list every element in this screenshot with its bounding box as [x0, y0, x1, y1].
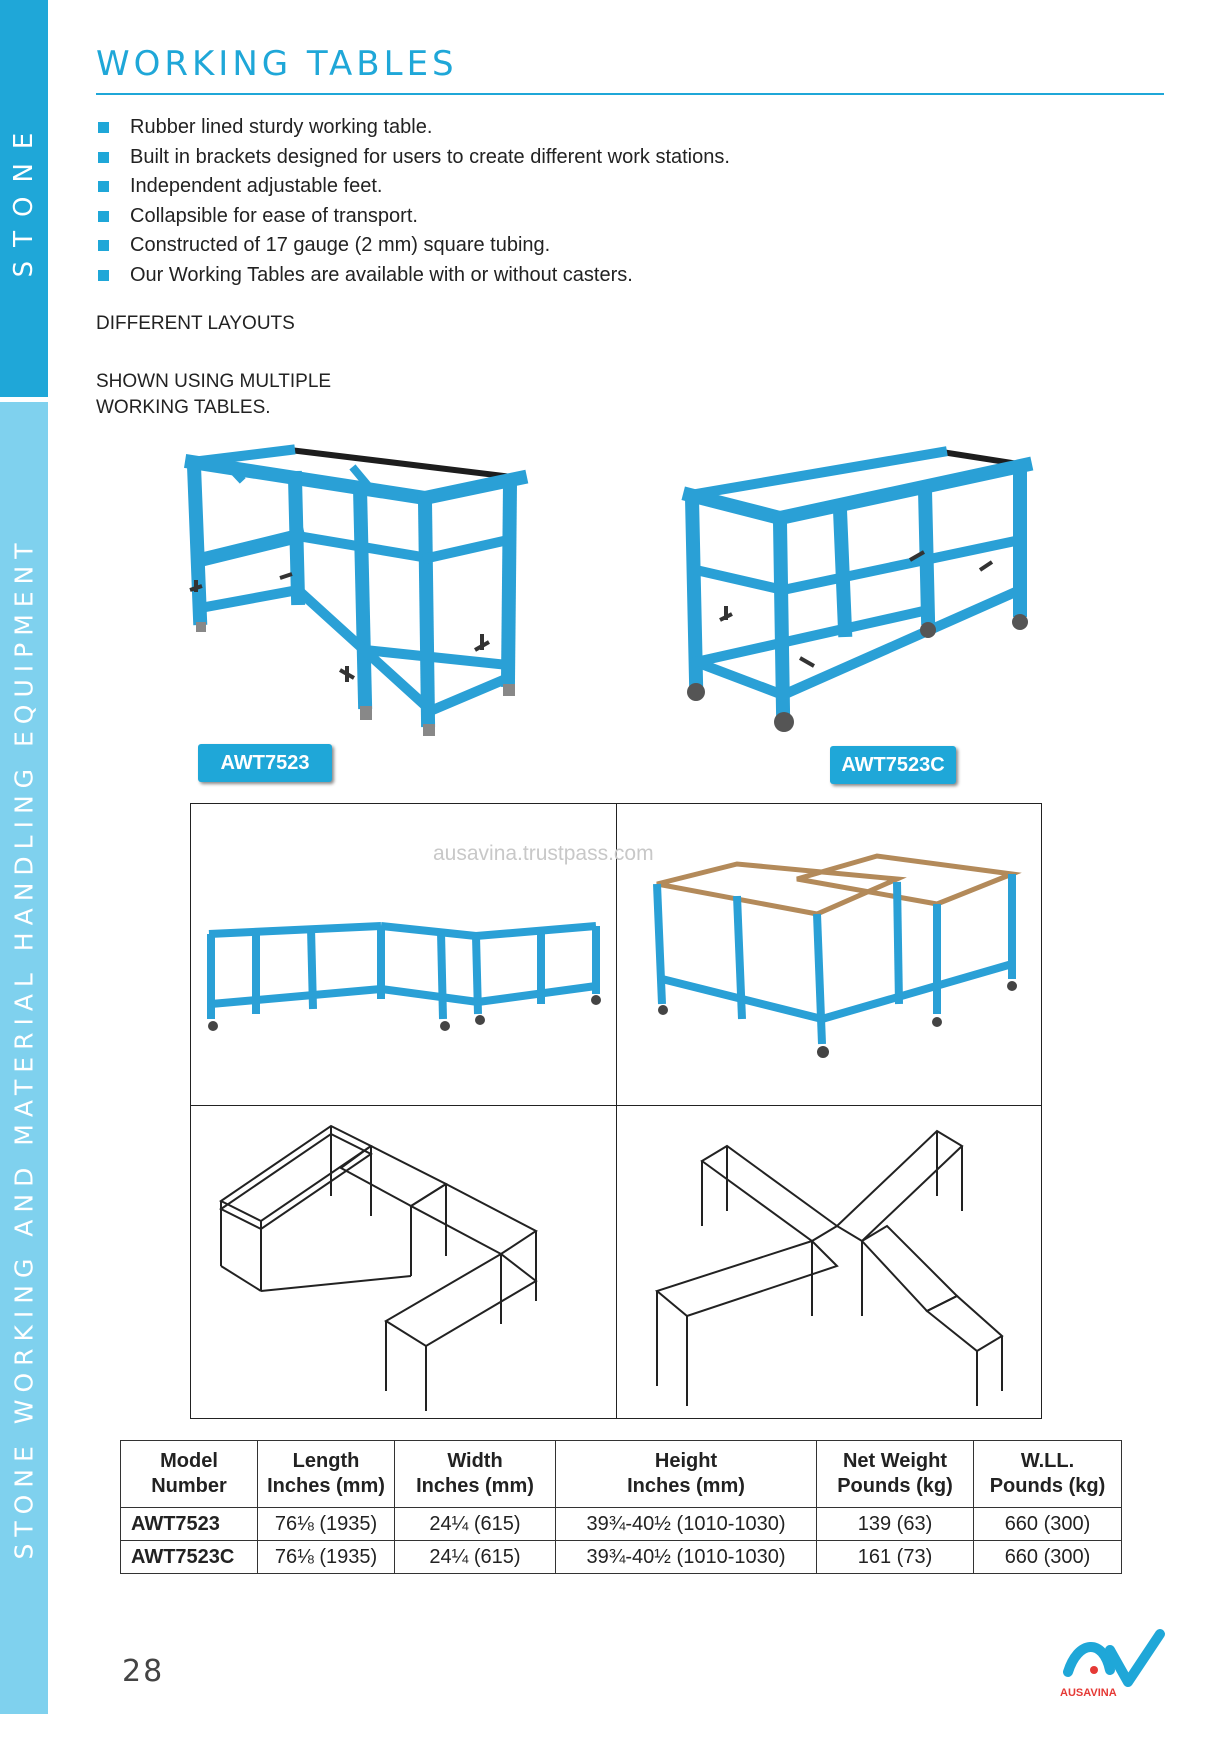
feature-item: Constructed of 17 gauge (2 mm) square tu…	[96, 231, 730, 261]
layout-photo-t-shape	[616, 803, 1042, 1106]
layout-drawing-cross-shape	[616, 1105, 1042, 1419]
cell-model: AWT7523	[120, 1507, 258, 1541]
cell-width: 24¼ (615)	[394, 1507, 556, 1541]
shown-line-2: WORKING TABLES.	[96, 397, 271, 418]
feature-item: Rubber lined sturdy working table.	[96, 113, 730, 143]
awt7523-table-image	[184, 444, 529, 736]
svg-text:AUSAVINA: AUSAVINA	[1060, 1687, 1117, 1699]
feature-item: Built in brackets designed for users to …	[96, 143, 730, 173]
sidebar-category-label: STONE WORKING AND MATERIAL HANDLING EQUI…	[9, 536, 39, 1560]
awt7523c-table-image	[681, 446, 1034, 732]
page-number: 28	[122, 1654, 165, 1689]
feature-list: Rubber lined sturdy working table. Built…	[96, 113, 730, 290]
cell-wll: 660 (300)	[973, 1507, 1122, 1541]
shown-line-1: SHOWN USING MULTIPLE	[96, 371, 332, 392]
bullet-square-icon	[98, 210, 109, 222]
cell-length: 76⅛ (1935)	[257, 1540, 395, 1574]
cell-net-weight: 139 (63)	[816, 1507, 974, 1541]
cell-length: 76⅛ (1935)	[257, 1507, 395, 1541]
sidebar-category-tab: STONE WORKING AND MATERIAL HANDLING EQUI…	[0, 402, 48, 1714]
cell-wll: 660 (300)	[973, 1540, 1122, 1574]
table-row: AWT7523C 76⅛ (1935) 24¼ (615) 39¾-40½ (1…	[120, 1540, 1122, 1574]
bullet-square-icon	[98, 269, 109, 281]
cell-net-weight: 161 (73)	[816, 1540, 974, 1574]
sidebar-section-tab: STONE	[0, 0, 48, 397]
layout-drawing-u-shape	[190, 1105, 617, 1419]
feature-item: Our Working Tables are available with or…	[96, 261, 730, 291]
page-title: WORKING TABLES	[96, 44, 458, 84]
header-wll: W.LL.Pounds (kg)	[973, 1440, 1122, 1508]
cell-model: AWT7523C	[120, 1540, 258, 1574]
layouts-heading: DIFFERENT LAYOUTS	[96, 313, 295, 334]
cell-width: 24¼ (615)	[394, 1540, 556, 1574]
ausavina-logo-icon: AUSAVINA	[1060, 1629, 1165, 1699]
bullet-square-icon	[98, 122, 109, 133]
feature-item: Collapsible for ease of transport.	[96, 202, 730, 232]
layout-grid	[190, 803, 1042, 1745]
table-row: AWT7523 76⅛ (1935) 24¼ (615) 39¾-40½ (10…	[120, 1507, 1122, 1541]
title-rule	[96, 93, 1164, 95]
sidebar: STONE STONE WORKING AND MATERIAL HANDLIN…	[0, 0, 48, 1714]
layout-photo-zigzag	[190, 803, 617, 1106]
product-label-awt7523: AWT7523	[198, 744, 332, 782]
cell-height: 39¾-40½ (1010-1030)	[555, 1507, 817, 1541]
feature-item: Independent adjustable feet.	[96, 172, 730, 202]
bullet-square-icon	[98, 151, 109, 163]
cell-height: 39¾-40½ (1010-1030)	[555, 1540, 817, 1574]
product-label-awt7523c: AWT7523C	[830, 746, 956, 784]
bullet-square-icon	[98, 240, 109, 251]
sidebar-section-label: STONE	[9, 118, 39, 278]
watermark: ausavina.trustpass.com	[433, 842, 654, 865]
bullet-square-icon	[98, 181, 109, 192]
